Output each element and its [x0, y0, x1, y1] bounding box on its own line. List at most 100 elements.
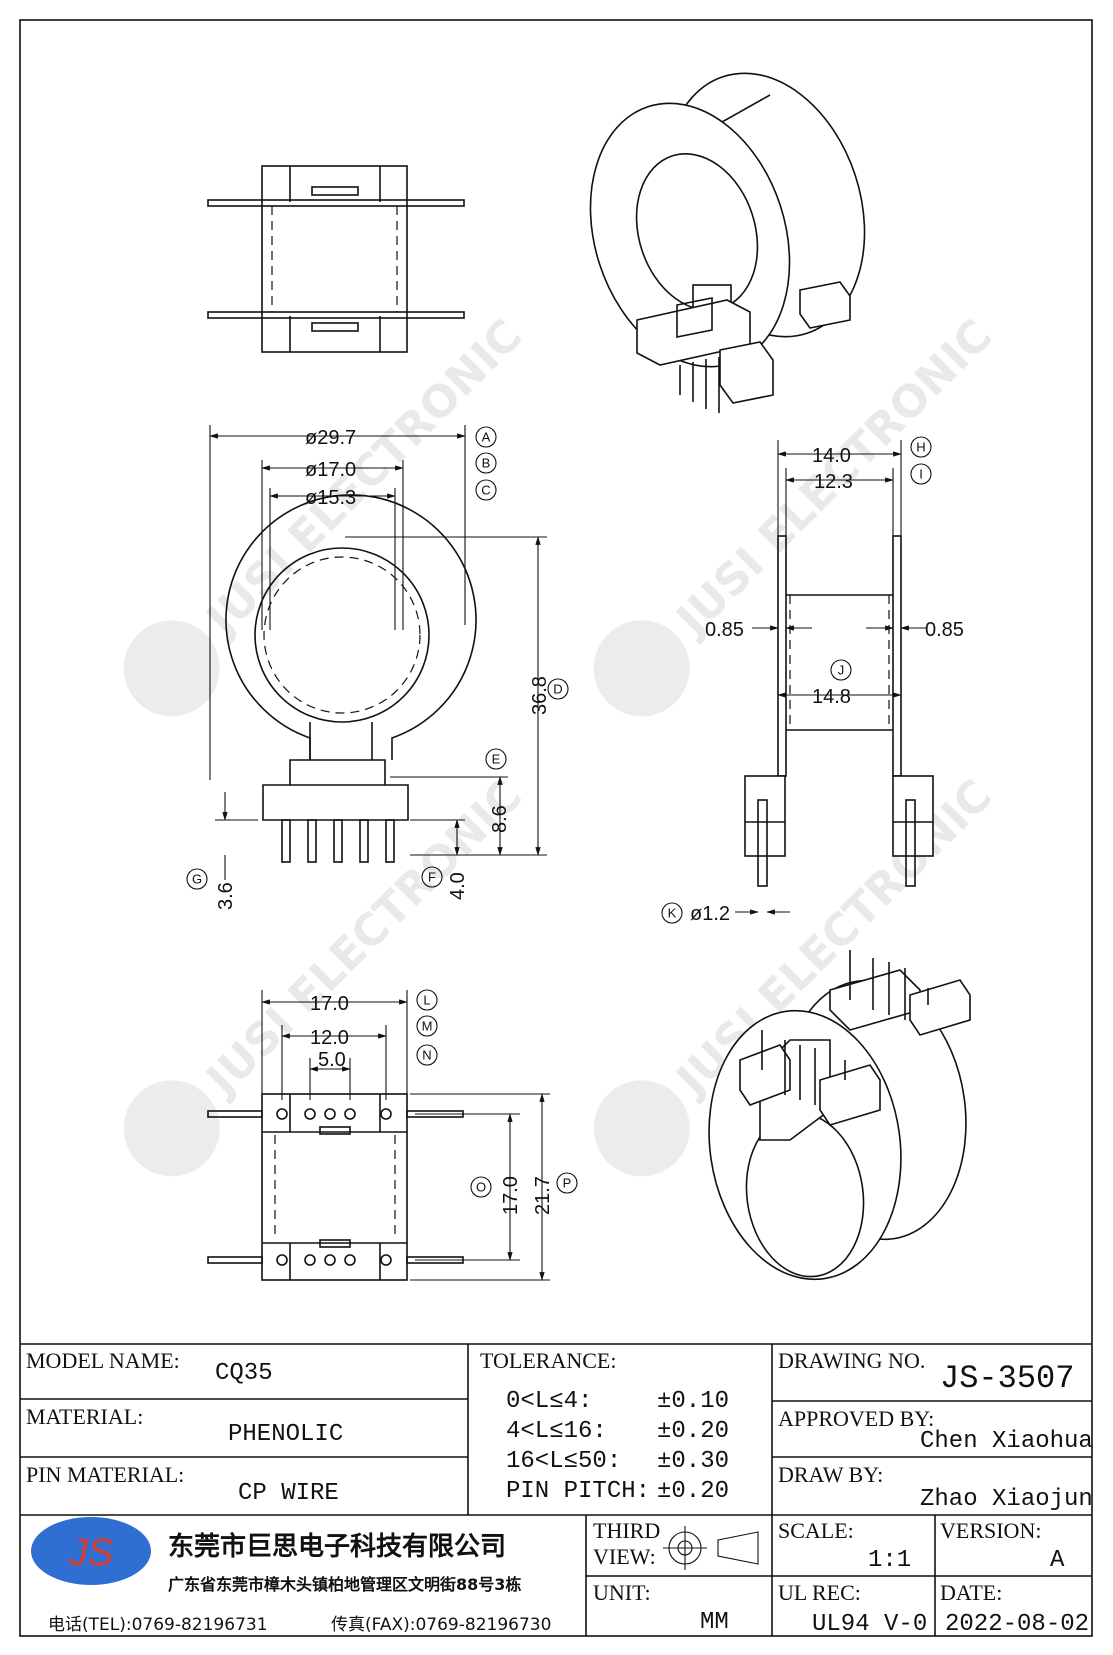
svg-text:B: B — [482, 456, 491, 471]
svg-text:K: K — [668, 906, 677, 921]
unit-label: UNIT: — [593, 1580, 651, 1605]
tolerance-range-4: PIN PITCH: — [506, 1478, 650, 1505]
company-name: 东莞市巨思电子科技有限公司 — [168, 1531, 506, 1562]
sheet-border — [19, 19, 1093, 1637]
dim-tag-d: D — [547, 678, 569, 700]
drawing-no-label: DRAWING NO. — [778, 1348, 925, 1373]
third-view-label: THIRD — [593, 1518, 660, 1543]
svg-text:D: D — [553, 682, 562, 697]
ul-rec-label: UL REC: — [778, 1580, 861, 1605]
title-block: MODEL NAME: CQ35 MATERIAL: PHENOLIC PIN … — [20, 1343, 1093, 1638]
tolerance-range-3: 16<L≤50: — [506, 1448, 621, 1475]
svg-text:N: N — [422, 1048, 431, 1063]
approved-by-value: Chen Xiaohua — [920, 1428, 1093, 1455]
dim-tag-k: K — [661, 902, 683, 924]
pin-material-value: CP WIRE — [238, 1480, 339, 1507]
dim-e-value: 8.6 — [489, 805, 511, 833]
svg-text:E: E — [492, 752, 501, 767]
watermark-logo-circle — [123, 1080, 220, 1177]
scale-value: 1:1 — [868, 1547, 911, 1574]
draw-by-label: DRAW BY: — [778, 1462, 883, 1487]
watermark-text-1: JUSI ELECTRONIC — [195, 310, 532, 647]
model-name-label: MODEL NAME: — [26, 1348, 180, 1373]
watermark-logo-circle — [593, 1080, 690, 1177]
drawing-no-value: JS-3507 — [940, 1360, 1074, 1397]
dim-tag-n: N — [416, 1044, 438, 1066]
front-view: ø29.7 ø17.0 ø15.3 36.8 8.6 4.0 3.6 A B C… — [186, 425, 569, 910]
company-address: 广东省东莞市樟木头镇柏地管理区文明街88号3栋 — [168, 1575, 521, 1594]
approved-by-label: APPROVED BY: — [778, 1406, 934, 1431]
dim-tag-b: B — [475, 452, 497, 474]
tolerance-range-2: 4<L≤16: — [506, 1418, 607, 1445]
tolerance-value-4: ±0.20 — [657, 1478, 729, 1505]
date-value: 2022-08-02 — [945, 1611, 1089, 1638]
company-fax: 传真(FAX):0769-82196730 — [331, 1615, 551, 1635]
dim-wall-left-value: 0.85 — [705, 619, 744, 641]
dim-d-value: 36.8 — [529, 676, 551, 715]
svg-text:J: J — [838, 663, 845, 678]
version-label: VERSION: — [940, 1518, 1041, 1543]
dim-j-value: 14.8 — [812, 686, 851, 708]
draw-by-value: Zhao Xiaojun — [920, 1486, 1093, 1513]
unit-value: MM — [700, 1609, 729, 1636]
dim-n-value: 5.0 — [318, 1049, 346, 1071]
svg-text:JS: JS — [68, 1532, 113, 1574]
date-label: DATE: — [940, 1580, 1002, 1605]
tolerance-range-1: 0<L≤4: — [506, 1388, 592, 1415]
svg-text:I: I — [919, 467, 923, 482]
svg-text:O: O — [476, 1180, 486, 1195]
dim-o-value: 17.0 — [500, 1176, 522, 1215]
dim-tag-c: C — [475, 479, 497, 501]
dim-tag-i: I — [910, 463, 932, 485]
third-angle-projection-icon — [663, 1526, 759, 1570]
dim-m-value: 12.0 — [310, 1027, 349, 1049]
svg-text:H: H — [916, 440, 925, 455]
svg-text:M: M — [422, 1019, 433, 1034]
tolerance-label: TOLERANCE: — [480, 1348, 616, 1373]
model-name-value: CQ35 — [215, 1360, 273, 1387]
dim-tag-h: H — [910, 436, 932, 458]
company-logo: JS — [31, 1517, 151, 1585]
dim-tag-m: M — [416, 1015, 438, 1037]
dim-tag-a: A — [475, 426, 497, 448]
material-label: MATERIAL: — [26, 1404, 143, 1429]
dim-tag-e: E — [485, 748, 507, 770]
svg-text:F: F — [428, 870, 436, 885]
top-view — [207, 165, 465, 353]
dim-k-value: ø1.2 — [690, 903, 730, 925]
dim-a-value: ø29.7 — [305, 427, 356, 449]
scale-label: SCALE: — [778, 1518, 854, 1543]
dim-wall-right-value: 0.85 — [925, 619, 964, 641]
watermark-logo-circle — [593, 620, 690, 717]
tolerance-value-1: ±0.10 — [657, 1388, 729, 1415]
svg-text:P: P — [563, 1176, 572, 1191]
material-value: PHENOLIC — [228, 1421, 343, 1448]
third-view-label-2: VIEW: — [593, 1544, 656, 1569]
dim-tag-l: L — [416, 989, 438, 1011]
dim-c-value: ø15.3 — [305, 487, 356, 509]
svg-text:L: L — [423, 993, 430, 1008]
isometric-view-top — [589, 72, 866, 413]
dim-tag-g: G — [186, 868, 208, 890]
svg-text:A: A — [482, 430, 491, 445]
version-value: A — [1050, 1547, 1065, 1574]
dim-tag-f: F — [421, 866, 443, 888]
dim-tag-o: O — [470, 1176, 492, 1198]
company-tel: 电话(TEL):0769-82196731 — [48, 1615, 268, 1635]
tolerance-value-2: ±0.20 — [657, 1418, 729, 1445]
dim-i-value: 12.3 — [814, 471, 853, 493]
dim-b-value: ø17.0 — [305, 459, 356, 481]
dim-p-value: 21.7 — [532, 1176, 554, 1215]
dim-h-value: 14.0 — [812, 445, 851, 467]
dim-tag-j: J — [830, 659, 852, 681]
dim-tag-p: P — [556, 1172, 578, 1194]
watermark-logo-circle — [123, 620, 220, 717]
isometric-view-bottom — [708, 950, 971, 1281]
svg-text:G: G — [192, 872, 202, 887]
svg-text:C: C — [481, 483, 490, 498]
dim-l-value: 17.0 — [310, 993, 349, 1015]
dim-f-value: 4.0 — [447, 872, 469, 900]
dim-g-value: 3.6 — [215, 882, 237, 910]
pin-material-label: PIN MATERIAL: — [26, 1462, 184, 1487]
